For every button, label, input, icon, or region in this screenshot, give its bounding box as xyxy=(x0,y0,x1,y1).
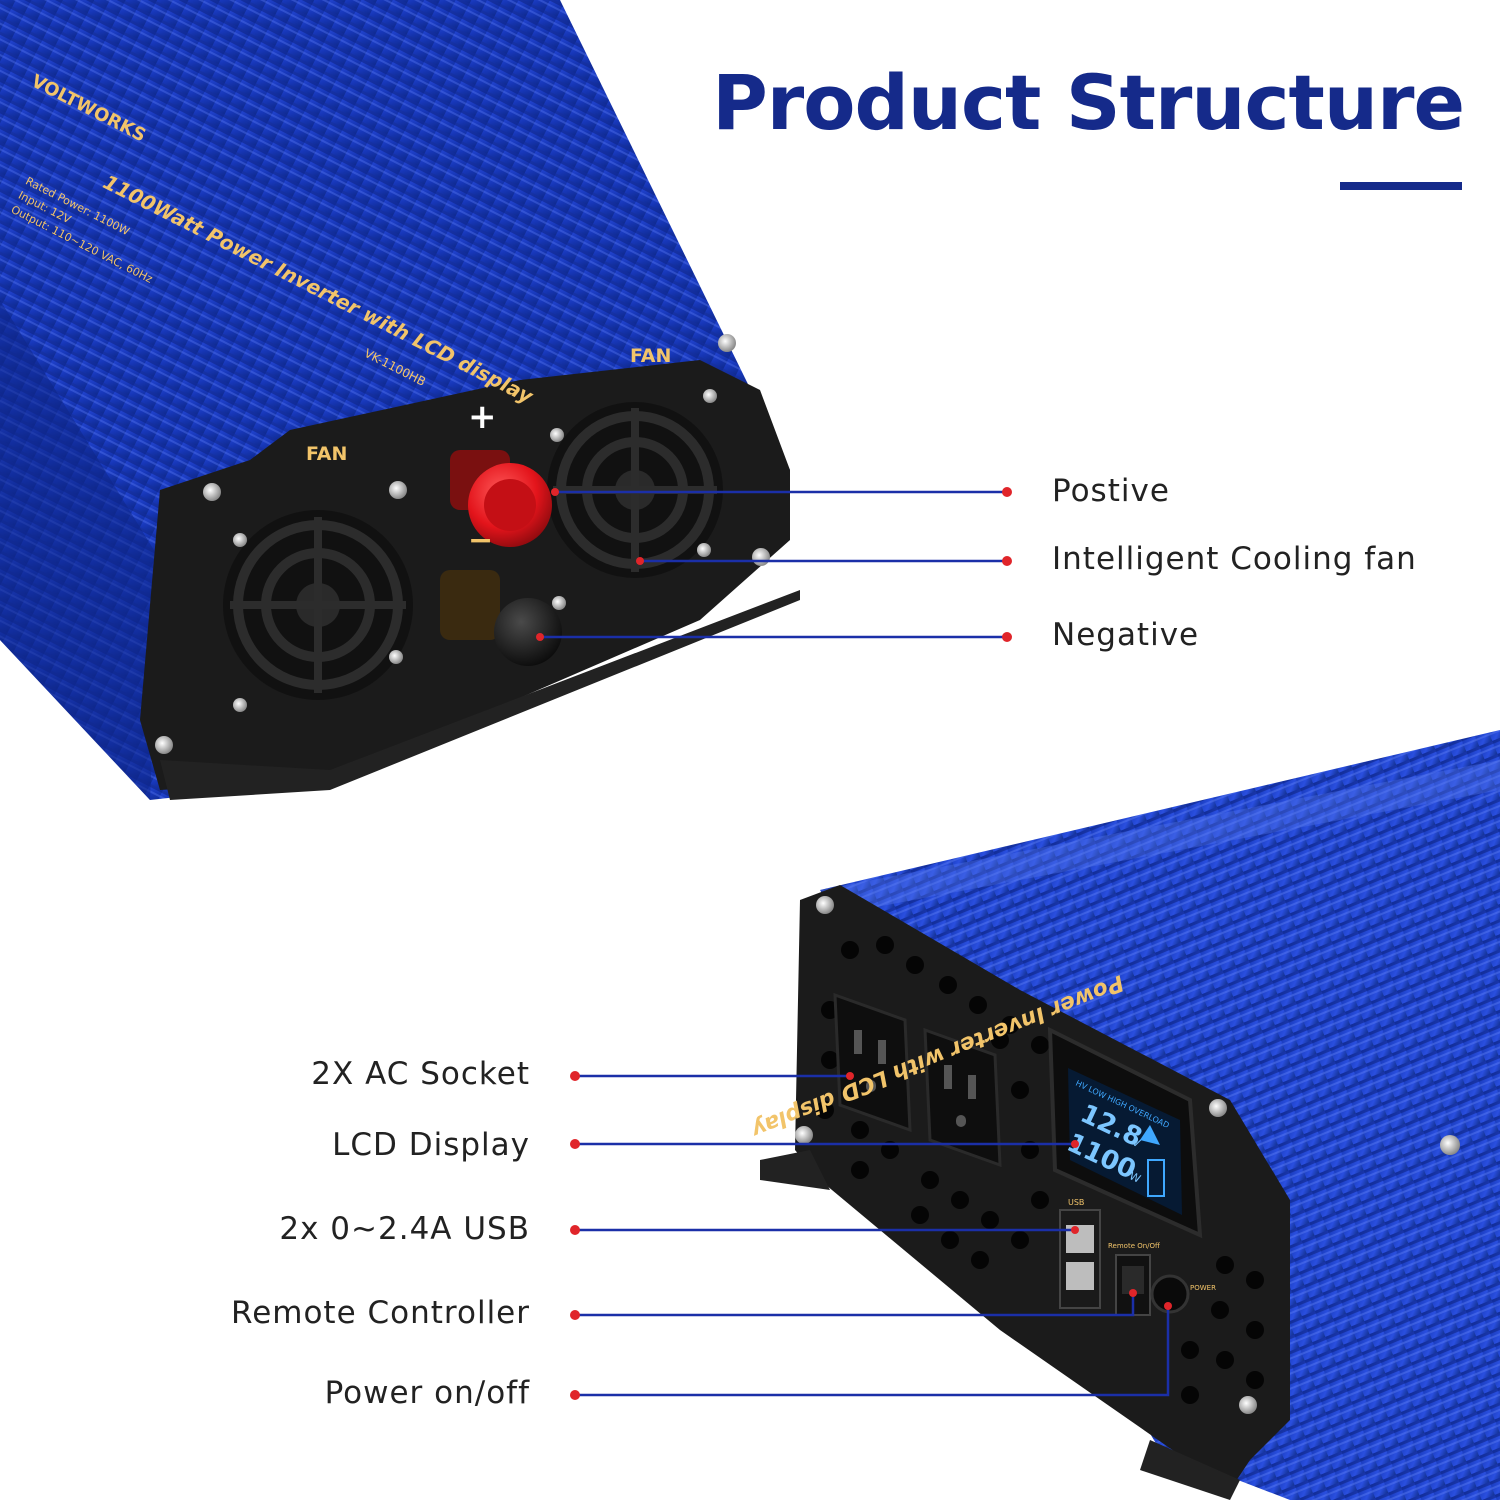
left-fan xyxy=(223,510,413,700)
back-end-panel xyxy=(795,885,1290,1490)
ac-socket-2 xyxy=(923,1027,1002,1168)
usb-ports: USB xyxy=(1059,1198,1101,1309)
right-fan xyxy=(547,402,723,578)
callout-negative: Negative xyxy=(1052,617,1200,653)
usb-tag: USB xyxy=(1068,1198,1084,1207)
front-inverter: FAN FAN + − VOLTWORKS 1100Watt Power Inv… xyxy=(0,0,800,800)
leader-dots xyxy=(536,487,1172,1400)
lcd-display: HV LOW HIGH OVERLOAD 12.8 V 1100 W xyxy=(1047,1026,1203,1239)
ac-socket-1 xyxy=(833,992,912,1133)
title-underline xyxy=(1340,182,1462,190)
power-tag: POWER xyxy=(1190,1284,1216,1292)
front-fan-right-tag: FAN xyxy=(630,345,671,367)
lcd-power-unit: W xyxy=(1127,1169,1142,1185)
warning-triangle-icon xyxy=(1140,1125,1160,1145)
callout-remote-controller: Remote Controller xyxy=(231,1295,530,1331)
battery-icon xyxy=(1147,1159,1165,1197)
callout-usb: 2x 0~2.4A USB xyxy=(279,1211,530,1247)
negative-terminal xyxy=(440,570,562,666)
leader-power xyxy=(575,1306,1170,1397)
plus-sign: + xyxy=(468,397,497,437)
leader-remote xyxy=(575,1293,1135,1317)
leader-lines xyxy=(540,490,1170,1397)
vent-holes xyxy=(816,936,1264,1404)
remote-tag: Remote On/Off xyxy=(1108,1242,1160,1250)
back-screws xyxy=(795,896,1460,1414)
minus-sign: − xyxy=(468,523,493,558)
back-inverter: HV LOW HIGH OVERLOAD 12.8 V 1100 W USB R… xyxy=(746,730,1500,1500)
front-screws xyxy=(155,334,770,754)
front-fan-left-tag: FAN xyxy=(306,443,347,465)
page-title: Product Structure xyxy=(712,58,1465,147)
callout-ac-socket: 2X AC Socket xyxy=(311,1056,530,1092)
positive-terminal xyxy=(450,450,552,547)
callout-positive: Postive xyxy=(1052,473,1170,509)
callout-power-switch: Power on/off xyxy=(324,1375,530,1411)
power-button: POWER xyxy=(1150,1274,1216,1314)
callout-cooling-fan: Intelligent Cooling fan xyxy=(1052,541,1417,577)
callout-lcd-display: LCD Display xyxy=(332,1127,530,1163)
